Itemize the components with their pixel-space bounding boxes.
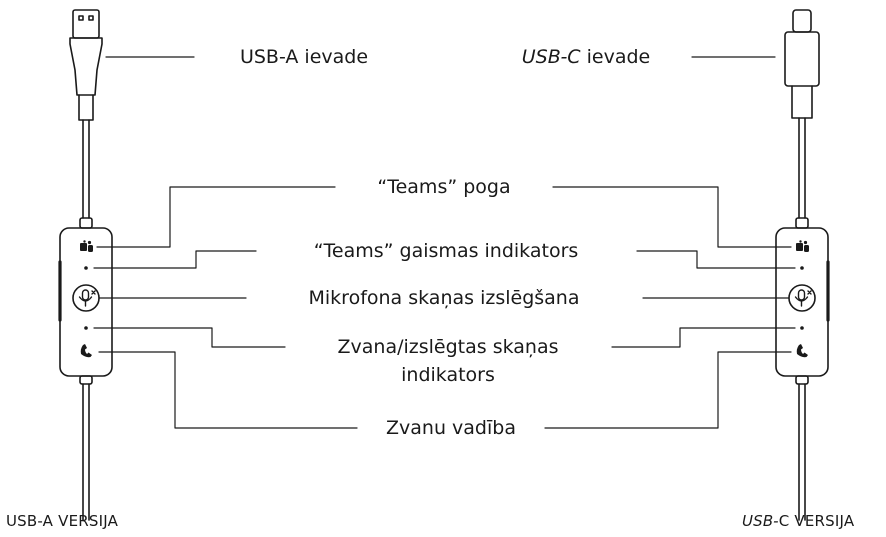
usb-a-cable-top (79, 119, 93, 229)
version-usb-c: USB-C VERSIJA (742, 512, 854, 530)
teams-icon (80, 240, 93, 252)
usb-a-cable-bottom (79, 375, 93, 521)
leader-teams-button-left (96, 186, 336, 248)
usb-a-plug (69, 9, 103, 121)
usb-c-cable-bottom (795, 375, 809, 521)
leader-lines (93, 56, 796, 429)
version-usb-c-rest: C VERSIJA (778, 512, 855, 530)
leader-call-control-left (98, 351, 358, 429)
leader-teams-indicator-right (636, 250, 796, 269)
mic-mute-icon (794, 289, 812, 307)
usb-c-cable-top (795, 117, 809, 229)
label-teams-button: “Teams” poga (377, 176, 511, 198)
label-call-indicator-line1: Zvana/izslēgtas skaņas (337, 336, 559, 358)
teams-icon (796, 240, 809, 252)
mic-mute-icon (78, 289, 96, 307)
usb-c-plug (784, 9, 820, 119)
led-dot (84, 266, 88, 270)
leader-call-indicator-right (611, 327, 796, 348)
version-usb-c-italic: USB- (742, 512, 779, 530)
label-mic-mute: Mikrofona skaņas izslēgšana (308, 287, 580, 309)
phone-icon (796, 344, 808, 358)
label-call-control: Zvanu vadība (386, 417, 516, 439)
leader-call-indicator-left (93, 327, 286, 348)
led-dot (800, 326, 804, 330)
label-usb-c-input: USB-C ievade (522, 46, 650, 68)
label-usb-c-input-italic: USB-C (521, 46, 581, 68)
version-usb-a: USB-A VERSIJA (6, 512, 119, 530)
led-dot (84, 326, 88, 330)
led-dot (800, 266, 804, 270)
phone-icon (80, 344, 92, 358)
label-teams-indicator: “Teams” gaismas indikators (313, 240, 579, 262)
leader-teams-indicator-left (93, 250, 257, 269)
leader-teams-button-right (552, 186, 792, 248)
label-call-indicator-line2: indikators (401, 364, 495, 386)
leader-call-control-right (544, 351, 792, 429)
label-usb-c-input-rest: ievade (580, 46, 651, 68)
label-usb-a-input: USB-A ievade (239, 46, 369, 68)
